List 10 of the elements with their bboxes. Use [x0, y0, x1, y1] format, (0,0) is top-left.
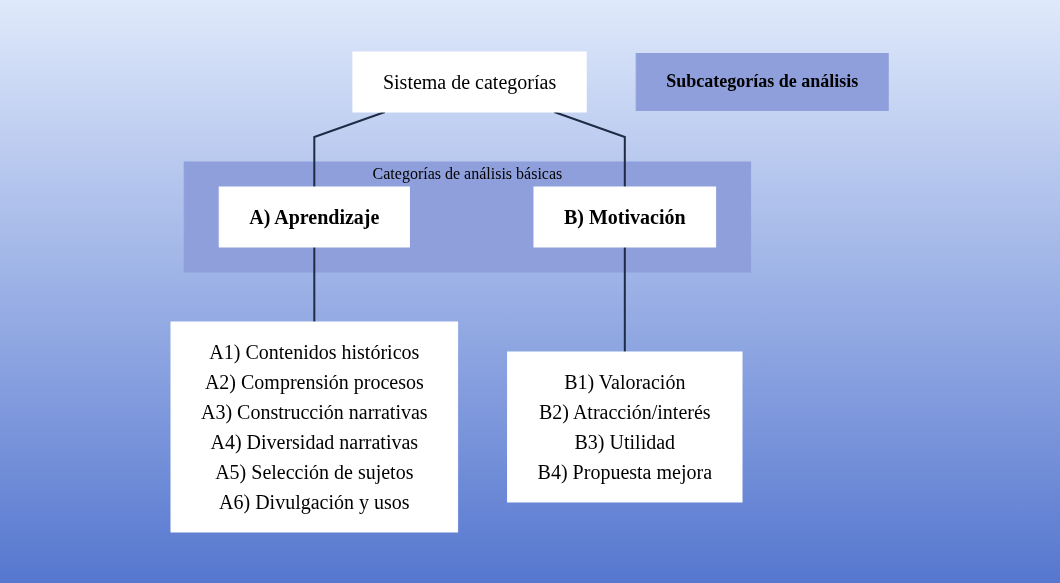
- node-box: Subcategorías de análisis: [636, 52, 890, 111]
- node-box: B1) Valoración B2) Atracción/interés B3) Utilidad B4) Propuesta mejora: [507, 351, 743, 502]
- node-box: A) Aprendizaje: [219, 186, 411, 247]
- node-box: Sistema de categorías: [352, 51, 588, 112]
- connector: [553, 110, 627, 188]
- node-box: A1) Contenidos históricos A2) Comprensión procesos A3) Construcción narrativas A4) Diversidad narrativas A5) Selección de sujetos A6) Divulgación y usos: [170, 321, 459, 532]
- node-box: B) Motivación: [533, 186, 717, 247]
- connector: [624, 245, 627, 353]
- connector: [313, 110, 387, 188]
- connector: [313, 245, 316, 323]
